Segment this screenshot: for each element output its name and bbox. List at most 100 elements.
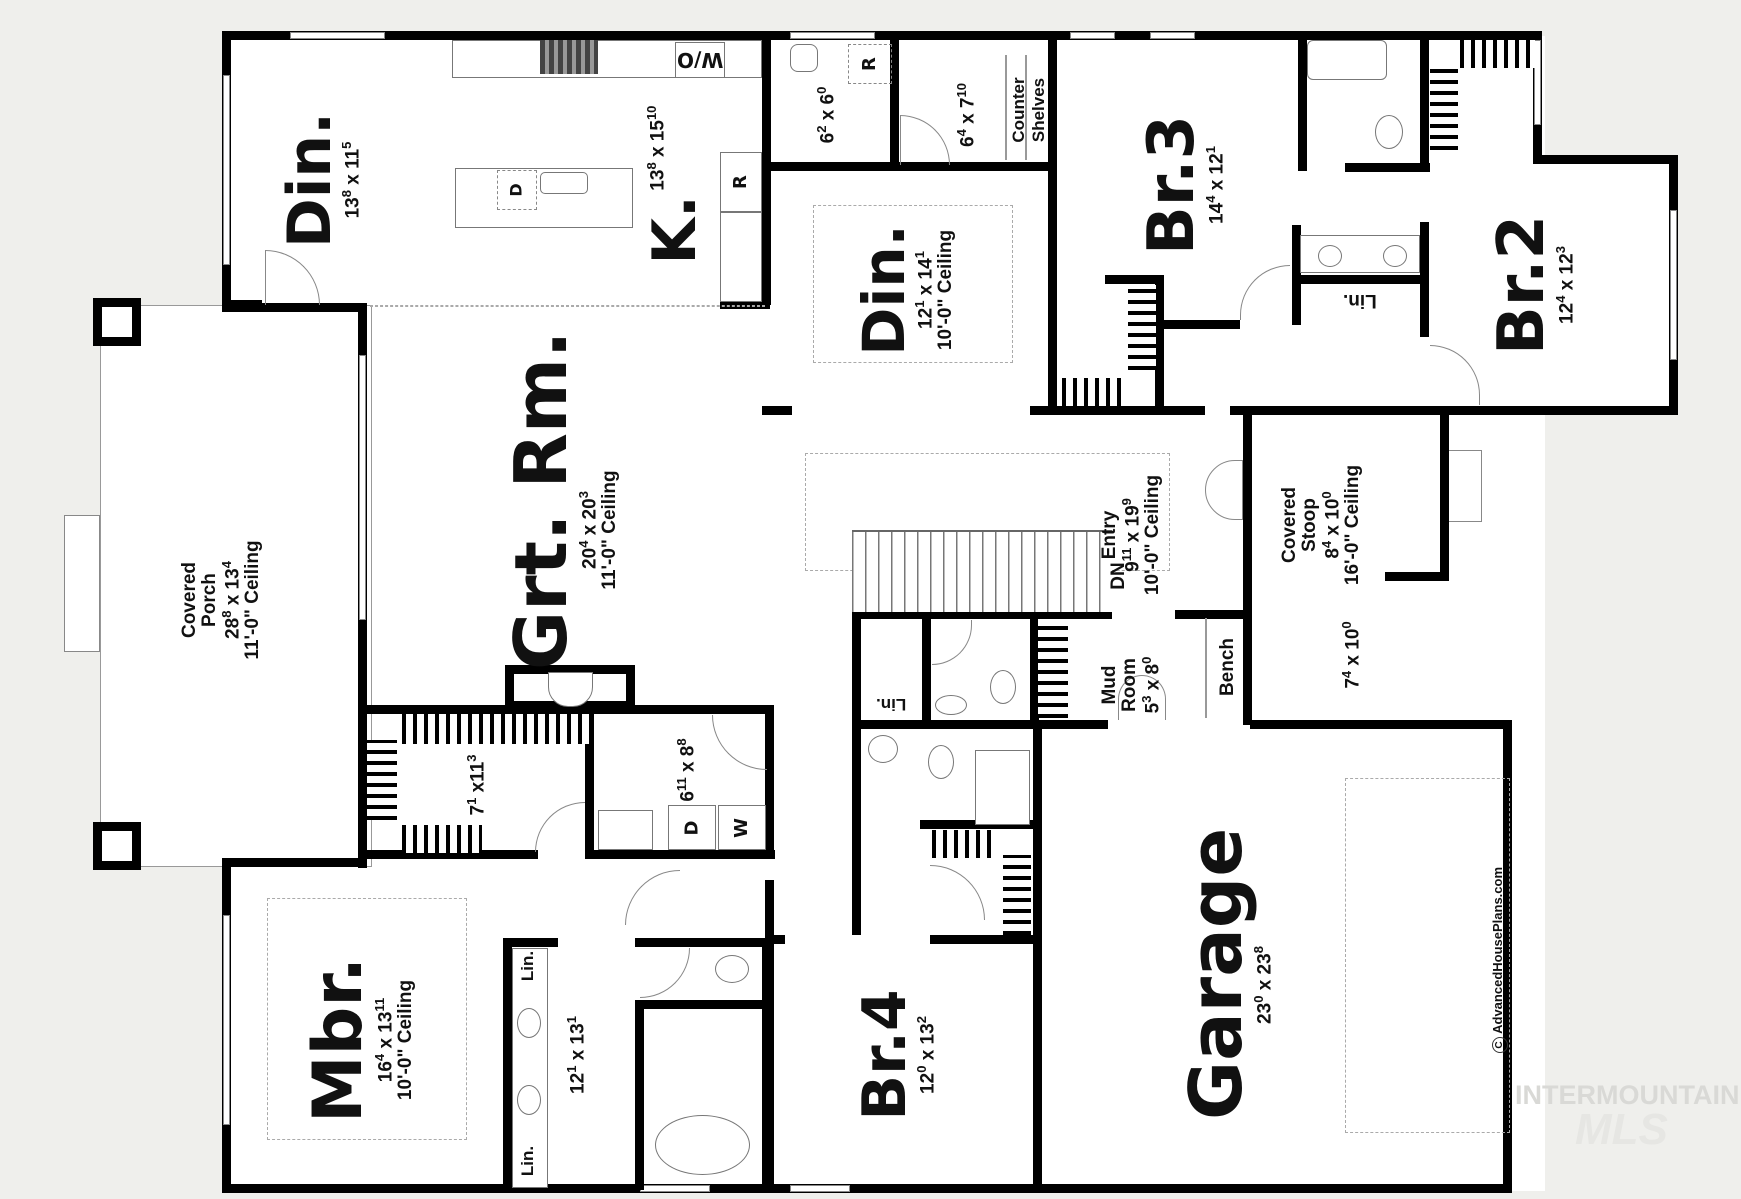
- dishwasher: D: [497, 170, 537, 210]
- wall-top-west: [222, 31, 1542, 40]
- wall-garage-west: [1033, 720, 1042, 1193]
- wall-stair-south: [852, 610, 1112, 619]
- wall-br3-closet-top: [1105, 275, 1160, 284]
- wall-hall-south: [765, 880, 774, 940]
- stair-down-label: DN: [1108, 562, 1129, 590]
- din2-ceiling-tray: [813, 205, 1013, 363]
- toilet-master: [715, 955, 749, 983]
- cooktop: [540, 40, 598, 74]
- wall-mbath-north: [503, 938, 558, 947]
- toilet-hall: [990, 670, 1016, 704]
- wall-br2-north: [1533, 155, 1678, 164]
- wall-tub-north: [635, 1000, 770, 1009]
- washer: W: [718, 805, 766, 850]
- wall-bath-south: [1345, 163, 1430, 172]
- window: [1534, 40, 1541, 125]
- porch-floor: [100, 305, 372, 867]
- wall-grtrm-south: [358, 705, 773, 714]
- sink-br3-b: [1383, 245, 1407, 267]
- room-utility: 62 x 60: [814, 86, 839, 144]
- fireplace-hearth: [548, 672, 593, 707]
- wall-oven: W/O: [675, 42, 725, 78]
- pantry-shelf: [1025, 55, 1027, 160]
- wall-closet-br2: [1420, 36, 1429, 171]
- pantry-counter-label: Counter: [1009, 77, 1028, 143]
- shower-br4-bath: [975, 750, 1030, 825]
- bench-edge: [1205, 618, 1207, 718]
- window: [790, 1185, 850, 1192]
- porch-post-bottom: [93, 822, 141, 870]
- wall-mbath-east: [762, 938, 771, 1193]
- wall-br2-south: [1230, 406, 1678, 415]
- br3-closet-rod2: [1062, 378, 1122, 406]
- utility-sink: [790, 44, 818, 72]
- br2-closet-rod: [1460, 40, 1535, 68]
- wall-entry-east: [1243, 410, 1252, 725]
- room-master-bath: 121 x 131: [564, 1016, 589, 1094]
- sink-master-a: [517, 1008, 541, 1038]
- room-great-room: Grt. Rm. 204 x 203 11'-0" Ceiling: [499, 330, 621, 670]
- wall-pantry-east: [1048, 36, 1057, 411]
- linen-br2: Lin.: [1343, 289, 1377, 311]
- room-master-bedroom: Mbr. 164 x 1311 10'-0" Ceiling: [299, 957, 417, 1124]
- room-name: Din.: [275, 112, 345, 248]
- wall-garage-east: [1503, 720, 1512, 1193]
- wall-dining-south: [222, 300, 262, 309]
- side-area-floor: [1250, 570, 1445, 720]
- room-covered-porch: Covered Porch 288 x 134 11'-0" Ceiling: [179, 540, 264, 660]
- mbr-ceiling-tray: [267, 898, 467, 1140]
- wall-mbath-west: [503, 938, 512, 1193]
- wall-stoop-south: [1385, 572, 1449, 581]
- room-bedroom-4: Br.4 120 x 132: [850, 989, 939, 1121]
- wall-br3-bath: [1298, 36, 1307, 171]
- wall-bottom: [222, 1184, 1512, 1193]
- linen-hall: Lin.: [875, 694, 907, 714]
- room-bedroom-3: Br.3 144 x 121: [1135, 114, 1228, 256]
- shower-master: [644, 1010, 762, 1105]
- stairs[interactable]: [852, 530, 1112, 612]
- watermark-mls: MLS: [1575, 1105, 1668, 1154]
- wall-din2-south: [762, 406, 792, 415]
- wall-laundry-west: [585, 705, 594, 850]
- room-kitchen: K. 138 x 1510: [640, 105, 710, 265]
- wic-shelves-west: [367, 740, 397, 820]
- wall-wc-north: [635, 938, 770, 947]
- wall-hall-closet: [1030, 610, 1039, 725]
- tall-cabinet: [720, 212, 762, 302]
- wall-lin-br2: [1292, 275, 1422, 284]
- wall-kitchen-east-lower: [762, 150, 771, 305]
- room-mud-room: Mud Room 53 x 80: [1099, 656, 1164, 714]
- wall-porch-north: [222, 303, 367, 312]
- copyright-text: C AdvancedHousePlans.com: [1490, 845, 1510, 1075]
- bathtub-br3: [1307, 40, 1387, 80]
- window: [359, 355, 366, 620]
- room-dining-2: Din. 121 x 141 10'-0" Ceiling: [850, 224, 957, 356]
- wall-tub-west: [635, 1000, 644, 1190]
- porch-steps: [64, 515, 100, 652]
- sink-br4-bath: [868, 735, 898, 763]
- sink-master-b: [517, 1085, 541, 1115]
- room-pantry: 64 x 710: [954, 83, 979, 147]
- br4-closet-rod2: [1003, 855, 1031, 935]
- window: [223, 75, 230, 265]
- room-bedroom-2: Br.2 124 x 123: [1485, 214, 1578, 356]
- toilet-br3: [1375, 115, 1403, 149]
- island-sink: [540, 172, 588, 194]
- laundry-sink: [598, 810, 653, 850]
- window: [1070, 32, 1115, 39]
- watermark-intermountain: INTERMOUNTAIN: [1515, 1080, 1740, 1110]
- window: [640, 1185, 710, 1192]
- wall-laundry-east: [765, 705, 774, 853]
- wall-br4-north2: [930, 935, 1038, 944]
- window: [1670, 210, 1677, 360]
- wall-hallbath-west: [852, 610, 861, 935]
- door-mud-garage[interactable]: [1118, 675, 1166, 720]
- refrigerator: R: [720, 152, 762, 212]
- room-dining-1: Din. 138 x 115: [275, 80, 380, 280]
- room-side-area: 74 x 100: [1339, 621, 1364, 689]
- wall-laundry-south: [585, 850, 775, 859]
- window: [790, 32, 875, 39]
- wall-hallbath-mid: [852, 720, 1037, 729]
- pantry-shelf: [1005, 55, 1007, 160]
- br4-closet-rod: [932, 830, 997, 858]
